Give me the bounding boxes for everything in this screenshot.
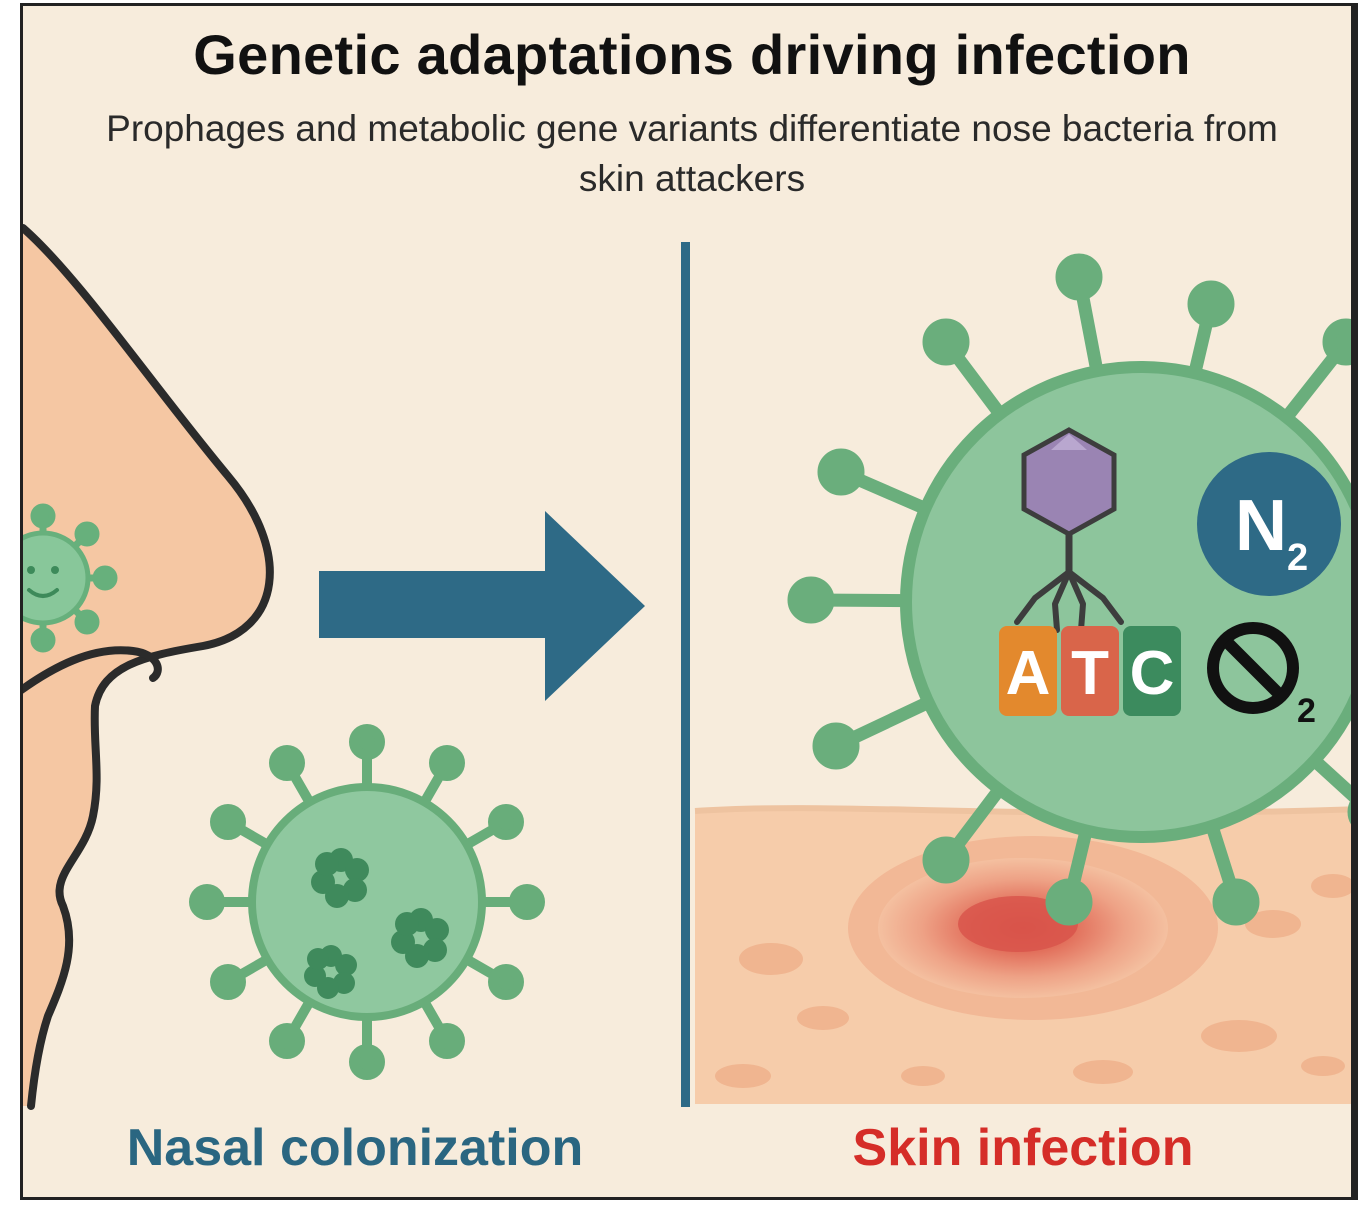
- panel-divider: [681, 242, 690, 1107]
- arrow-right-icon: [319, 511, 645, 701]
- nitrogen-icon: N 2: [1197, 452, 1341, 596]
- infecting-bacterium-icon: N 2 A T C 2: [787, 253, 1351, 926]
- dna-letter-c: C: [1130, 639, 1175, 708]
- dna-letter-a: A: [1006, 639, 1051, 708]
- oxygen-subscript: 2: [1297, 692, 1316, 730]
- no-oxygen-icon: 2: [1207, 622, 1316, 730]
- nitrogen-symbol: N: [1235, 486, 1287, 566]
- illustration: N 2 A T C 2: [23, 224, 1351, 1110]
- label-skin-infection: Skin infection: [852, 1119, 1194, 1177]
- graphical-abstract: N 2 A T C 2 Genetic adaptations driving …: [20, 3, 1358, 1200]
- dna-sequence-icon: A T C: [999, 626, 1181, 716]
- gene-cluster-icon: [304, 848, 449, 999]
- nitrogen-subscript: 2: [1287, 537, 1308, 579]
- small-bacterium-icon: [23, 503, 118, 653]
- dna-letter-t: T: [1071, 639, 1109, 708]
- nasal-bacterium-icon: [189, 724, 545, 1080]
- skin-surface: [694, 805, 1351, 1104]
- nose-illustration: [23, 224, 274, 1110]
- page-title: Genetic adaptations driving infection: [193, 23, 1191, 86]
- prophage-icon: [1014, 427, 1124, 633]
- label-nasal-colonization: Nasal colonization: [126, 1119, 584, 1177]
- page-subtitle: Prophages and metabolic gene variants di…: [106, 108, 1278, 199]
